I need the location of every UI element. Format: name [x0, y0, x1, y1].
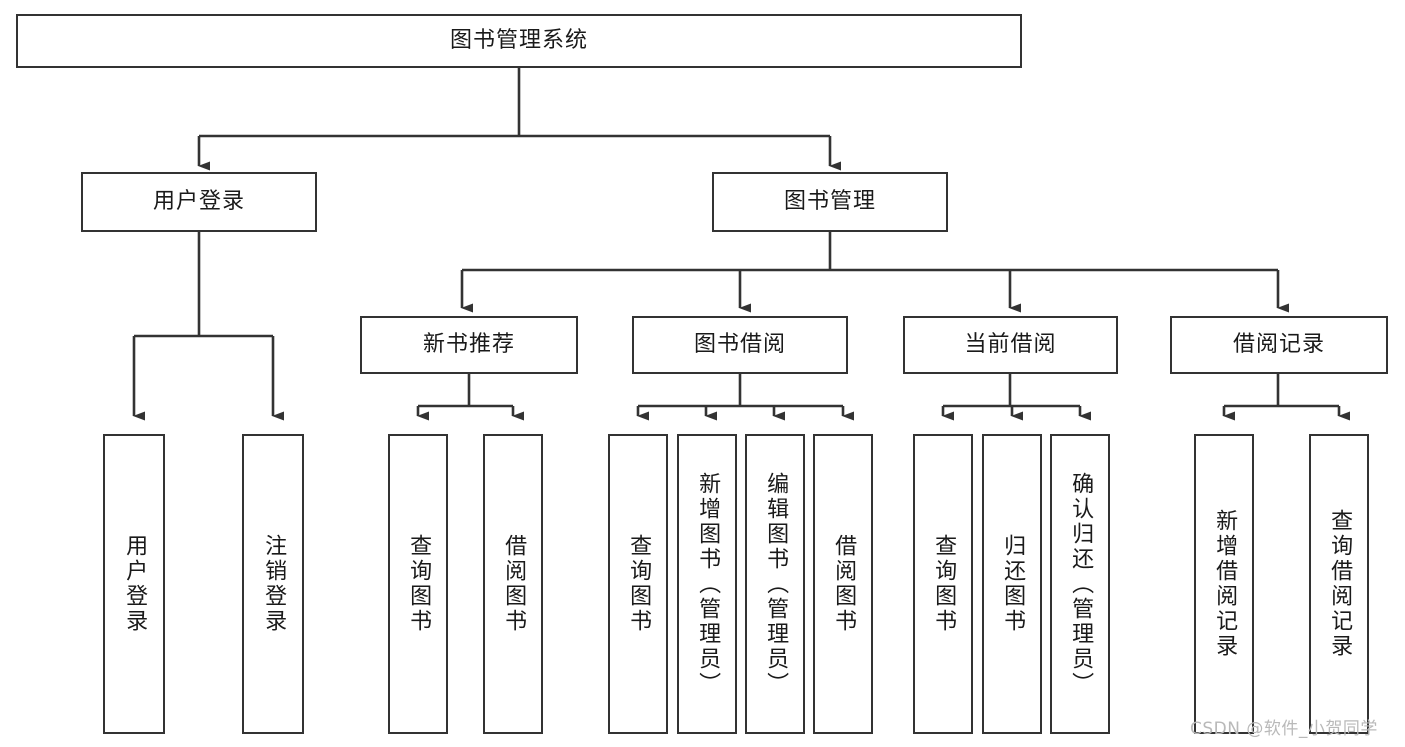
node-leaf-add-borrow-record-label: 新增借阅记录	[1212, 509, 1238, 659]
node-leaf-logout-login-label: 注销登录	[261, 534, 287, 634]
node-leaf-user-login[interactable]: 用户登录	[103, 434, 165, 734]
node-user-login-label: 用户登录	[152, 188, 245, 214]
node-current-borrow[interactable]: 当前借阅	[903, 316, 1118, 374]
node-user-login[interactable]: 用户登录	[81, 172, 317, 232]
node-leaf-query-borrow-record-label: 查询借阅记录	[1327, 509, 1353, 659]
node-leaf-add-book-admin-label: 新增图书（管理员）	[695, 471, 721, 697]
node-new-book-recommend[interactable]: 新书推荐	[360, 316, 578, 374]
node-leaf-query-book-1-label: 查询图书	[406, 534, 432, 634]
node-leaf-borrow-book-1-label: 借阅图书	[501, 534, 527, 634]
node-leaf-query-book-3-label: 查询图书	[931, 534, 957, 634]
node-leaf-query-book-1[interactable]: 查询图书	[388, 434, 448, 734]
node-leaf-borrow-book-1[interactable]: 借阅图书	[483, 434, 543, 734]
node-leaf-borrow-book-2[interactable]: 借阅图书	[813, 434, 873, 734]
node-leaf-logout-login[interactable]: 注销登录	[242, 434, 304, 734]
node-new-book-recommend-label: 新书推荐	[422, 331, 515, 357]
node-leaf-return-book-label: 归还图书	[1000, 534, 1026, 634]
node-leaf-edit-book-admin-label: 编辑图书（管理员）	[763, 471, 789, 697]
node-leaf-add-borrow-record[interactable]: 新增借阅记录	[1194, 434, 1254, 734]
node-leaf-query-book-2[interactable]: 查询图书	[608, 434, 668, 734]
node-leaf-query-borrow-record[interactable]: 查询借阅记录	[1309, 434, 1369, 734]
node-book-management[interactable]: 图书管理	[712, 172, 948, 232]
node-leaf-add-book-admin[interactable]: 新增图书（管理员）	[677, 434, 737, 734]
node-root-label: 图书管理系统	[449, 27, 588, 53]
node-leaf-borrow-book-2-label: 借阅图书	[831, 534, 857, 634]
node-leaf-edit-book-admin[interactable]: 编辑图书（管理员）	[745, 434, 805, 734]
node-current-borrow-label: 当前借阅	[964, 331, 1057, 357]
node-root[interactable]: 图书管理系统	[16, 14, 1022, 68]
node-borrow-record-label: 借阅记录	[1232, 331, 1325, 357]
node-leaf-confirm-return-admin-label: 确认归还（管理员）	[1068, 471, 1094, 697]
node-book-management-label: 图书管理	[783, 188, 876, 214]
node-borrow-record[interactable]: 借阅记录	[1170, 316, 1388, 374]
node-book-borrow-label: 图书借阅	[693, 331, 786, 357]
node-leaf-return-book[interactable]: 归还图书	[982, 434, 1042, 734]
node-leaf-query-book-3[interactable]: 查询图书	[913, 434, 973, 734]
node-leaf-user-login-label: 用户登录	[122, 534, 148, 634]
node-leaf-query-book-2-label: 查询图书	[626, 534, 652, 634]
node-leaf-confirm-return-admin[interactable]: 确认归还（管理员）	[1050, 434, 1110, 734]
watermark-text: CSDN @软件_小贺同学	[1190, 719, 1378, 739]
node-book-borrow[interactable]: 图书借阅	[632, 316, 848, 374]
